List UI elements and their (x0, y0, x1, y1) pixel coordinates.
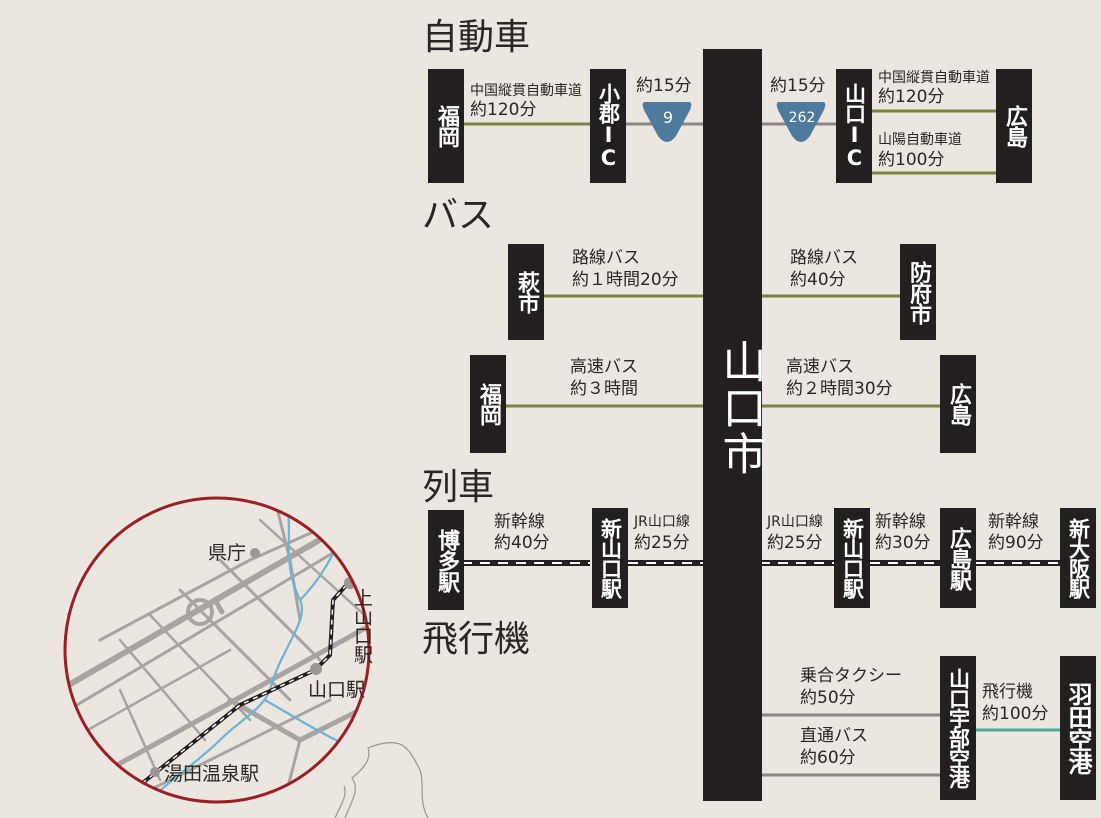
hakata-label: 博多駅 (434, 528, 459, 592)
train-j2-route: JR山口線 (767, 514, 823, 530)
car-left-time: 約120分 (470, 100, 537, 120)
car-hiroshima-box: 広島 (996, 69, 1032, 183)
yuda-onsen-label: 湯田温泉駅 (164, 763, 260, 785)
plane-taxi-route: 乗合タクシー (800, 666, 902, 686)
bus-hiroshima-route: 高速バス (786, 357, 854, 377)
car-right-short-time: 約15分 (770, 76, 826, 96)
bus-fukuoka-box: 福岡 (470, 355, 506, 453)
shinosaka-label: 新大阪駅 (1066, 518, 1091, 598)
bus-fukuoka-time: 約３時間 (570, 379, 638, 399)
car-right-top-time: 約120分 (878, 87, 945, 107)
bus-hiroshima-box: 広島 (940, 355, 976, 453)
ogori-ic-label: 小郡IC (596, 83, 621, 169)
section-car: 自動車 (422, 17, 531, 58)
ube-airport-label: 山口宇部空港 (946, 668, 971, 788)
bus-hiroshima-time: 約２時間30分 (786, 379, 893, 399)
car-hiroshima-label: 広島 (1002, 105, 1027, 147)
bus-hiroshima-label: 広島 (946, 383, 971, 425)
hofu-label: 防府市 (906, 260, 931, 324)
car-fukuoka-label: 福岡 (434, 105, 459, 147)
map-railway (138, 568, 362, 787)
plane-flight-time: 約100分 (982, 704, 1049, 724)
car-right-bottom-time: 約100分 (878, 150, 945, 170)
train-j2-time: 約25分 (767, 533, 823, 553)
yamaguchi-ic-label: 山口IC (842, 83, 867, 169)
bus-fukuoka-route: 高速バス (570, 357, 638, 377)
car-left-route: 中国縦貫自動車道 (470, 83, 582, 99)
route-262-number: 262 (788, 110, 816, 126)
prefecture-office-label: 県庁 (208, 542, 247, 564)
haneda-label: 羽田空港 (1064, 682, 1092, 774)
train-s2-time: 約30分 (875, 533, 931, 553)
train-s1-route: 新幹線 (494, 512, 545, 532)
train-s1-time: 約40分 (494, 533, 550, 553)
train-j1-route: JR山口線 (634, 514, 690, 530)
hagi-box: 萩市 (508, 244, 544, 340)
yamaguchi-city-bar: 山口市 (703, 49, 766, 801)
plane-flight-route: 飛行機 (982, 682, 1033, 702)
plane-bus-time: 約60分 (800, 748, 856, 768)
train-j1-time: 約25分 (634, 533, 690, 553)
shinyamaguchi-right-label: 新山口駅 (840, 518, 865, 598)
bus-hofu-time: 約40分 (790, 270, 846, 290)
haneda-box: 羽田空港 (1060, 656, 1096, 800)
ogori-ic-box: 小郡IC (590, 69, 626, 183)
bus-fukuoka-label: 福岡 (476, 383, 501, 425)
yamaguchi-ic-box: 山口IC (836, 69, 872, 183)
shinyamaguchi-right-box: 新山口駅 (834, 508, 870, 608)
car-right-bottom-route: 山陽自動車道 (878, 132, 962, 148)
prefecture-office-dot (250, 548, 260, 558)
yamaguchi-station-dot (310, 663, 322, 675)
coastline (334, 742, 429, 818)
train-s3-route: 新幹線 (988, 512, 1039, 532)
section-plane: 飛行機 (422, 619, 531, 660)
hakata-box: 博多駅 (428, 510, 464, 610)
hiroshima-station-box: 広島駅 (940, 508, 976, 608)
bus-hofu-route: 路線バス (790, 248, 858, 268)
ube-airport-box: 山口宇部空港 (940, 656, 976, 800)
plane-taxi-time: 約50分 (800, 688, 856, 708)
hiroshima-station-label: 広島駅 (946, 526, 971, 590)
yamaguchi-city-label: 山口市 (714, 339, 766, 477)
kamiyamaguchi-label: 上山口駅 (351, 588, 373, 664)
train-s2-route: 新幹線 (875, 512, 926, 532)
yuda-onsen-dot (150, 767, 160, 777)
route-9-sign (642, 102, 692, 142)
route-9-number: 9 (662, 108, 674, 127)
section-bus: バス (422, 195, 495, 236)
shinosaka-box: 新大阪駅 (1060, 508, 1096, 608)
car-fukuoka-box: 福岡 (428, 69, 464, 183)
hofu-box: 防府市 (900, 244, 936, 340)
yamaguchi-station-label: 山口駅 (308, 679, 366, 701)
car-left-short-time: 約15分 (636, 76, 692, 96)
shinyamaguchi-left-label: 新山口駅 (598, 518, 623, 598)
train-s3-time: 約90分 (988, 533, 1044, 553)
shinyamaguchi-left-box: 新山口駅 (592, 508, 628, 608)
car-right-top-route: 中国縦貫自動車道 (878, 70, 990, 86)
bus-hagi-time: 約１時間20分 (572, 270, 679, 290)
route-262-sign (776, 102, 826, 142)
section-train: 列車 (422, 467, 495, 508)
bus-hagi-route: 路線バス (572, 248, 640, 268)
hagi-label: 萩市 (514, 271, 539, 313)
map-ring (63, 496, 371, 804)
train-lines (462, 560, 1060, 566)
plane-bus-route: 直通バス (800, 726, 868, 746)
